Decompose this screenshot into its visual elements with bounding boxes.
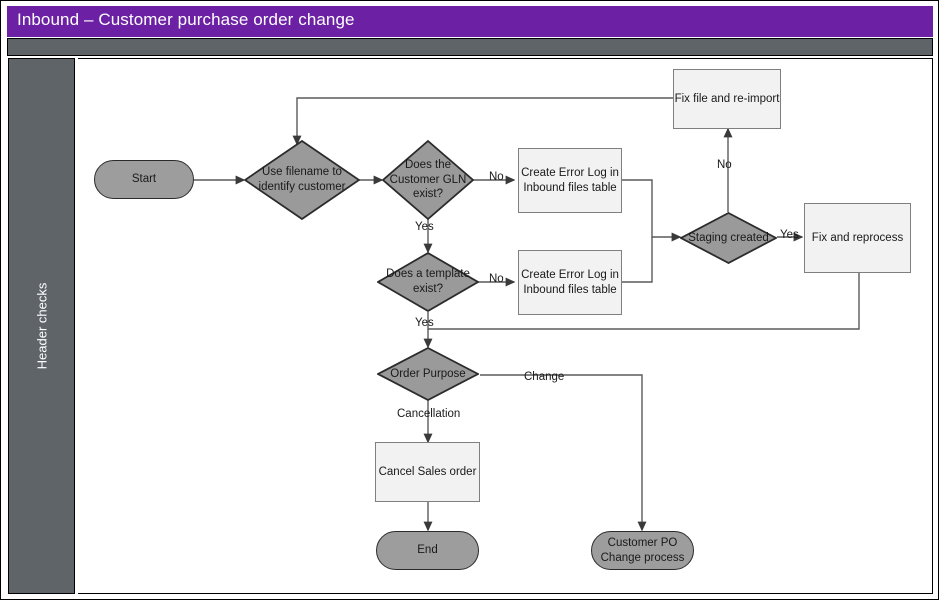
node-error-log-gln-label: Create Error Log in Inbound files table <box>521 166 619 194</box>
node-template-exists-label: Does a template exist? <box>386 268 470 295</box>
node-fix-reimport-label: Fix file and re-import <box>674 92 780 105</box>
node-order-purpose-label: Order Purpose <box>390 367 466 380</box>
edge-label-purpose-cancellation: Cancellation <box>397 408 461 420</box>
node-staging-created-label: Staging created <box>688 231 769 244</box>
title-bar: Inbound – Customer purchase order change <box>7 6 933 37</box>
node-fix-reprocess-label: Fix and reprocess <box>811 231 904 244</box>
node-start-label: Start <box>131 173 157 186</box>
diamond-shape <box>244 140 360 220</box>
node-error-log-template[interactable]: Create Error Log in Inbound files table <box>518 250 622 315</box>
node-end-label: End <box>417 544 438 557</box>
edge-label-gln-no: No <box>489 171 504 183</box>
swimlane-label: Header checks <box>34 282 49 370</box>
header-band <box>7 38 933 56</box>
node-use-filename[interactable]: Use filename to identify customer <box>244 140 360 220</box>
diamond-shape <box>377 252 479 312</box>
node-use-filename-label: Use filename to identify customer <box>258 166 346 193</box>
node-cancel-sales-order-label: Cancel Sales order <box>378 465 477 478</box>
swimlane-header-checks: Header checks <box>8 58 75 594</box>
node-cancel-sales-order[interactable]: Cancel Sales order <box>375 442 480 502</box>
node-po-change-process-label: Customer PO Change process <box>600 536 685 564</box>
edge-label-purpose-change: Change <box>524 371 565 383</box>
edge-label-staging-no: No <box>717 159 732 171</box>
node-error-log-template-label: Create Error Log in Inbound files table <box>521 268 619 296</box>
node-gln-exists-label: Does the Customer GLN exist? <box>389 158 467 201</box>
edge-label-staging-yes: Yes <box>780 229 799 241</box>
edge-label-template-no: No <box>489 273 504 285</box>
node-template-exists[interactable]: Does a template exist? <box>377 252 479 312</box>
node-order-purpose[interactable]: Order Purpose <box>377 347 479 401</box>
diagram-canvas <box>78 58 933 594</box>
page-title: Inbound – Customer purchase order change <box>17 10 355 29</box>
edge-label-template-yes: Yes <box>415 317 434 329</box>
node-error-log-gln[interactable]: Create Error Log in Inbound files table <box>518 148 622 213</box>
diamond-shape <box>382 140 474 220</box>
edge-label-gln-yes: Yes <box>415 221 434 233</box>
node-gln-exists[interactable]: Does the Customer GLN exist? <box>382 140 474 220</box>
node-end[interactable]: End <box>376 531 479 570</box>
diamond-shape <box>377 347 479 401</box>
node-fix-reimport[interactable]: Fix file and re-import <box>673 69 781 129</box>
node-start[interactable]: Start <box>94 160 194 199</box>
node-staging-created[interactable]: Staging created <box>680 212 777 264</box>
diamond-shape <box>680 212 777 264</box>
node-po-change-process[interactable]: Customer PO Change process <box>591 531 694 570</box>
node-fix-reprocess[interactable]: Fix and reprocess <box>804 203 911 273</box>
